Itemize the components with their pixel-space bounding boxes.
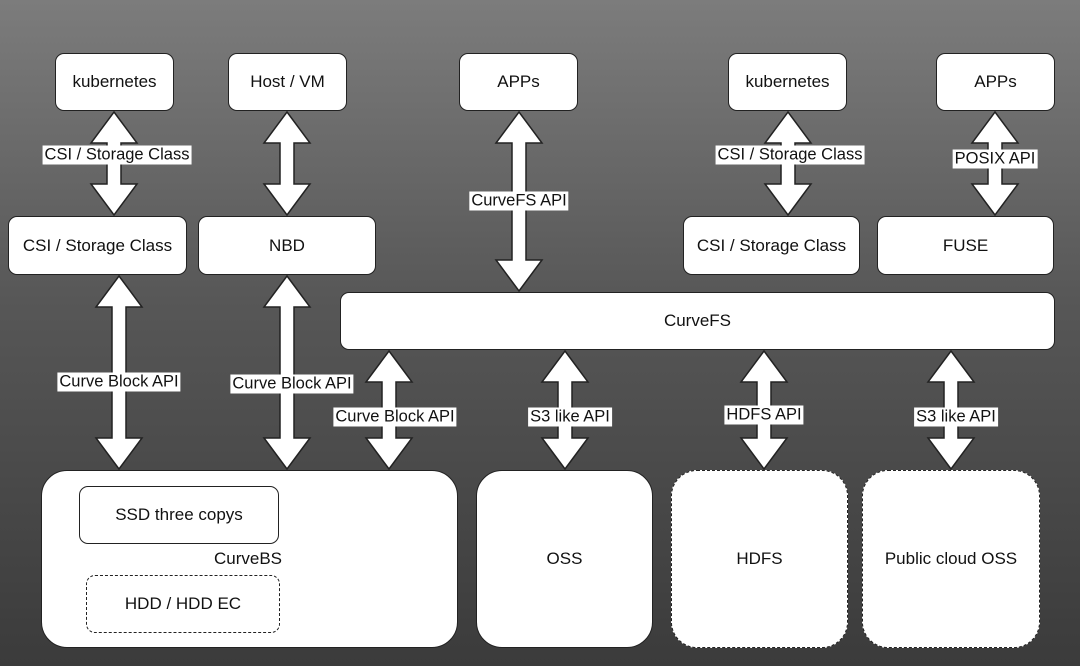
csi-storage-class-left-node: CSI / Storage Class <box>8 216 187 275</box>
host-vm-node: Host / VM <box>228 53 347 111</box>
oss-node: OSS <box>476 470 653 648</box>
apps-right-node: APPs <box>936 53 1055 111</box>
arrow-hostvm-nbd <box>262 110 312 217</box>
ssd-three-copys-node: SSD three copys <box>79 486 279 544</box>
edge-label-s3-like-api-1: S3 like API <box>528 407 612 427</box>
fuse-node: FUSE <box>877 216 1054 275</box>
curvebs-label: CurveBS <box>214 549 283 568</box>
edge-label-curvefs-api: CurveFS API <box>469 191 569 211</box>
csi-storage-class-right-node: CSI / Storage Class <box>683 216 860 275</box>
nbd-node: NBD <box>198 216 376 275</box>
kubernetes-right-node: kubernetes <box>728 53 847 111</box>
edge-label-hdfs-api: HDFS API <box>724 405 804 425</box>
edge-label-s3-like-api-2: S3 like API <box>914 407 998 427</box>
edge-label-csi-storage-class-left: CSI / Storage Class <box>42 145 192 165</box>
edge-label-csi-storage-class-right: CSI / Storage Class <box>715 145 865 165</box>
kubernetes-left-node: kubernetes <box>55 53 174 111</box>
edge-label-curve-block-api-3: Curve Block API <box>333 407 457 427</box>
public-cloud-oss-node: Public cloud OSS <box>862 470 1040 648</box>
curvefs-node: CurveFS <box>340 292 1055 350</box>
edge-label-posix-api: POSIX API <box>952 149 1038 169</box>
hdd-ec-node: HDD / HDD EC <box>86 575 280 633</box>
arrow-nbd-curvebs <box>262 274 312 471</box>
apps-middle-node: APPs <box>459 53 578 111</box>
edge-label-curve-block-api-2: Curve Block API <box>230 374 354 394</box>
edge-label-curve-block-api-1: Curve Block API <box>57 372 181 392</box>
hdfs-node: HDFS <box>671 470 848 648</box>
